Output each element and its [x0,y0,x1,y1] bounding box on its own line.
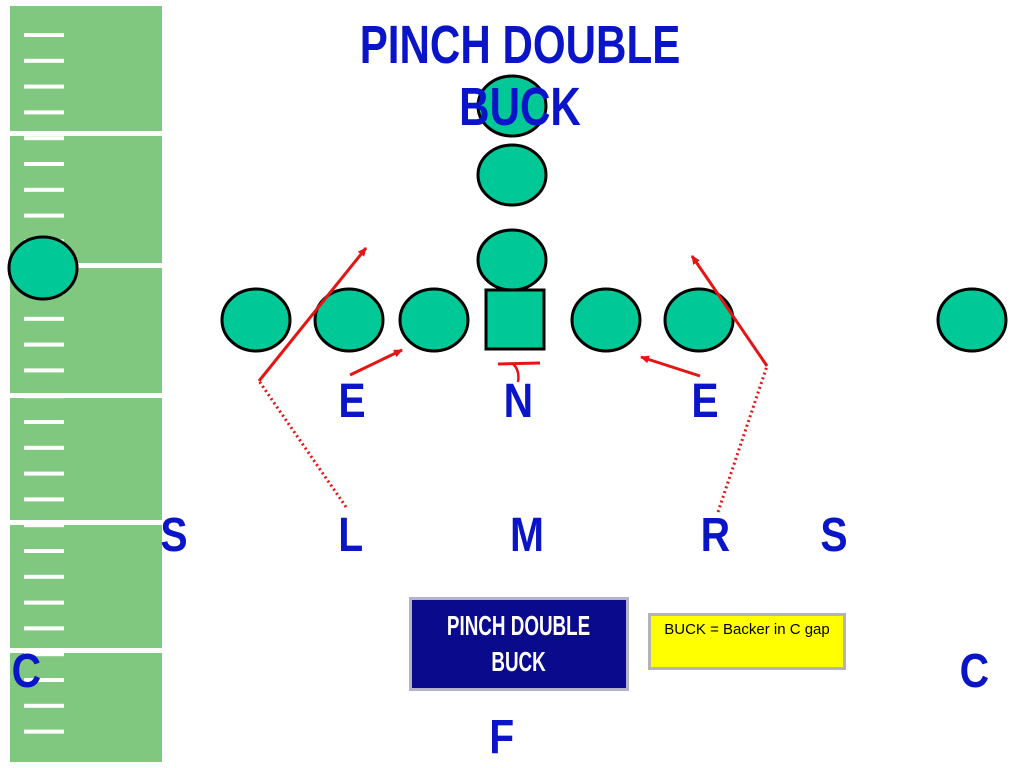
yard-hash-icon [24,110,64,115]
page-title: PINCH DOUBLE BUCK [359,15,681,137]
right-end-label: E [691,375,719,428]
yard-hash-icon [24,600,64,605]
right-backer-label: R [700,509,731,562]
free-safety-label: F [489,711,515,764]
yard-hash-icon [24,729,64,734]
circle-player-icon [936,287,1008,353]
yard-hash-icon [24,58,64,63]
circle-player-icon [7,235,79,301]
yard-hash-icon [24,187,64,192]
nose-label: N [503,375,534,428]
yard-hash-icon [24,84,64,89]
play-call-line-1: PINCH DOUBLE [447,610,591,642]
nose-block-mark [497,361,541,366]
yard-hash-icon [24,316,64,321]
yard-hash-icon [24,549,64,553]
yard-hash-icon [24,420,64,424]
right-backer-path [716,365,769,513]
right-safety-label: S [820,509,848,562]
yard-line [10,393,162,398]
play-call-box: PINCH DOUBLE BUCK [409,597,629,691]
yard-line [10,648,162,653]
yard-hash-icon [24,394,64,399]
yard-hash-icon [24,497,64,502]
yard-hash-icon [24,33,64,37]
middle-backer-label: M [509,509,544,562]
yard-hash-icon [24,213,64,218]
left-backer-path [257,380,348,508]
left-end-pinch-arrow [349,348,403,377]
circle-player-icon [313,287,385,353]
yard-hash-icon [24,574,64,579]
right-backer-blitz-arrow [690,255,769,367]
yard-hash-icon [24,678,64,682]
yard-hash-icon [24,523,64,528]
circle-player-icon [476,74,548,138]
play-call-line-2: BUCK [491,646,547,677]
yard-hash-icon [24,162,64,166]
buck-definition-note: BUCK = Backer in C gap [648,613,846,670]
left-backer-blitz-arrow [257,247,368,382]
yard-hash-icon [24,342,64,347]
left-corner-label: C [11,645,42,698]
left-safety-label: S [160,509,188,562]
circle-player-icon [570,287,642,353]
yard-hash-icon [24,136,64,141]
yard-hash-icon [24,703,64,708]
square-center-icon [484,288,546,351]
left-backer-label: L [338,509,364,562]
circle-player-icon [476,143,548,207]
circle-player-icon [220,287,292,353]
circle-player-icon [476,228,548,292]
yard-hash-icon [24,445,64,450]
yard-hash-icon [24,626,64,631]
left-end-label: E [338,375,366,428]
yard-hash-icon [24,652,64,657]
yard-line [10,520,162,525]
right-corner-label: C [959,645,990,698]
circle-player-icon [663,287,735,353]
circle-player-icon [398,287,470,353]
yard-line [10,131,162,136]
yard-line [10,263,162,268]
yard-hash-icon [24,368,64,373]
right-end-pinch-arrow [640,355,701,378]
yard-hash-icon [24,471,64,476]
yard-hash-icon [24,33,64,734]
nose-block-mark [512,363,520,383]
